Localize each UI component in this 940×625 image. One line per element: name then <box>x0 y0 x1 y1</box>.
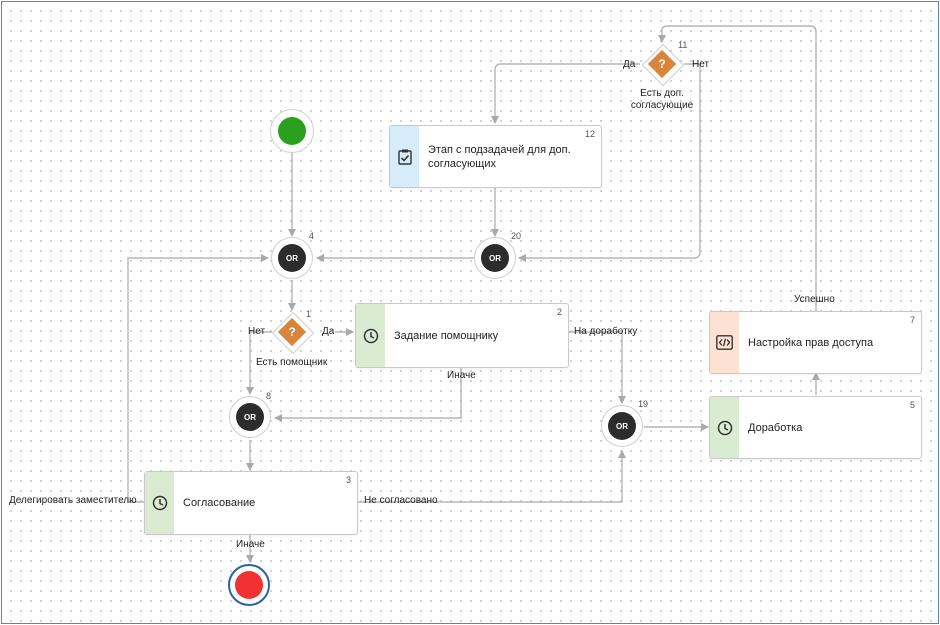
task-3-title: Согласование <box>183 497 256 509</box>
clock-icon <box>717 420 732 435</box>
decision-1-number: 1 <box>306 309 312 319</box>
task-5-number: 5 <box>909 400 915 410</box>
or-gateway-19-label: OR <box>608 412 636 440</box>
task-2-number: 2 <box>556 307 562 317</box>
decision-11-number: 11 <box>678 40 688 50</box>
task-2-strip <box>356 304 385 367</box>
decision-11-caption: Есть доп. согласующие <box>630 88 694 111</box>
task-7-strip <box>710 312 739 373</box>
end-event[interactable] <box>228 564 270 606</box>
edge-label-d1-no: Нет <box>248 326 266 337</box>
edge-d1-or8 <box>246 331 272 395</box>
task-12-card[interactable]: Этап с подзадачей для доп. согласующих 1… <box>389 125 602 188</box>
task-12-title: Этап с подзадачей для доп. согласующих <box>428 143 571 170</box>
edge-label-task7-success: Успешно <box>794 294 835 305</box>
clock-icon <box>152 495 167 511</box>
start-event-dot <box>278 117 306 145</box>
task-2-title: Задание помощнику <box>394 329 499 342</box>
or-gateway-20-number: 20 <box>511 231 522 241</box>
start-event[interactable] <box>270 109 314 153</box>
edge-label-task2-else: Иначе <box>447 370 476 381</box>
question-icon: ? <box>288 325 296 339</box>
task-3-number: 3 <box>345 475 351 485</box>
checklist-icon <box>397 149 412 165</box>
task-12-strip <box>390 126 419 187</box>
edge-task3-or19 <box>357 450 626 503</box>
edge-task2-or8 <box>274 368 462 422</box>
or-gateway-20[interactable]: OR <box>474 237 516 279</box>
task-2-card[interactable]: Задание помощнику 2 <box>355 303 569 368</box>
task-3-card[interactable]: Согласование 3 <box>144 471 358 535</box>
or-gateway-4[interactable]: OR <box>271 237 313 279</box>
edge-task2-or19 <box>568 331 626 404</box>
task-5-title: Доработка <box>748 421 803 434</box>
edge-label-d11-no: Нет <box>692 59 710 70</box>
decision-1[interactable]: ? <box>271 311 315 355</box>
task-7-title: Настройка прав доступа <box>748 336 874 349</box>
edge-d11-or20 <box>518 63 701 262</box>
edge-label-d1-yes: Да <box>322 326 335 337</box>
edge-label-d11-yes: Да <box>623 59 636 70</box>
decision-1-caption: Есть помощник <box>256 357 328 368</box>
question-icon: ? <box>658 57 666 71</box>
task-3-strip <box>145 472 174 534</box>
task-7-card[interactable]: Настройка прав доступа 7 <box>709 311 922 374</box>
clock-icon <box>363 328 378 343</box>
task-12-number: 12 <box>584 129 595 139</box>
edge-label-task3-delegate: Делегировать заместителю <box>9 495 137 506</box>
or-gateway-19[interactable]: OR <box>601 405 643 447</box>
edge-d11-task12 <box>491 63 640 124</box>
edge-label-task3-rejected: Не согласовано <box>364 495 438 506</box>
edge-task3-or4 <box>127 254 269 503</box>
or-gateway-4-label: OR <box>278 244 306 272</box>
end-event-dot <box>235 571 263 599</box>
edge-task7-d11 <box>658 25 817 311</box>
or-gateway-8-label: OR <box>236 403 264 431</box>
decision-11[interactable]: ? <box>641 43 685 87</box>
edge-label-task2-rework: На доработку <box>574 326 638 337</box>
or-gateway-8-number: 8 <box>266 391 272 401</box>
or-gateway-19-number: 19 <box>638 399 649 409</box>
task-5-strip <box>710 397 739 458</box>
edge-label-task3-else: Иначе <box>236 539 265 550</box>
or-gateway-4-number: 4 <box>309 231 315 241</box>
or-gateway-20-label: OR <box>481 244 509 272</box>
code-icon <box>716 335 733 350</box>
task-7-number: 7 <box>909 315 915 325</box>
task-5-card[interactable]: Доработка 5 <box>709 396 922 459</box>
or-gateway-8[interactable]: OR <box>229 396 271 438</box>
